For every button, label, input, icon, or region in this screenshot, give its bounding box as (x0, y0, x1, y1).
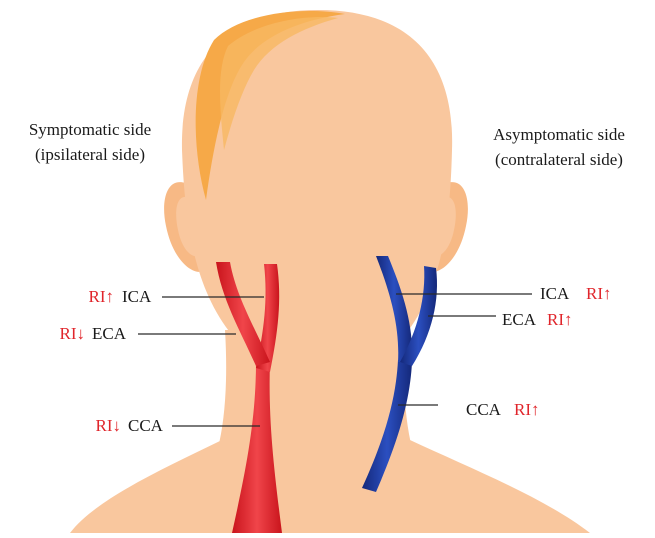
left-title-line1: Symptomatic side (29, 120, 151, 139)
shoulders (70, 440, 590, 533)
right-title-line1: Asymptomatic side (493, 125, 625, 144)
right-eca-ri: RI↑ (547, 310, 573, 329)
right-title-line2: (contralateral side) (495, 150, 623, 169)
right-cca-ri: RI↑ (514, 400, 540, 419)
left-ica-ri: RI↑ (89, 287, 115, 306)
right-eca-name: ECA (502, 310, 537, 329)
left-title-line2: (ipsilateral side) (35, 145, 145, 164)
left-ica-name: ICA (122, 287, 152, 306)
right-ica-ri: RI↑ (586, 284, 612, 303)
left-eca-label: RI↓ ECA (60, 324, 237, 343)
left-cca-ri: RI↓ (96, 416, 122, 435)
head-silhouette (70, 10, 590, 533)
left-eca-name: ECA (92, 324, 127, 343)
left-eca-ri: RI↓ (60, 324, 86, 343)
left-cca-name: CCA (128, 416, 164, 435)
right-cca-label: CCA RI↑ (398, 400, 540, 419)
right-cca-name: CCA (466, 400, 502, 419)
right-eca-label: ECA RI↑ (428, 310, 573, 329)
right-ica-name: ICA (540, 284, 570, 303)
